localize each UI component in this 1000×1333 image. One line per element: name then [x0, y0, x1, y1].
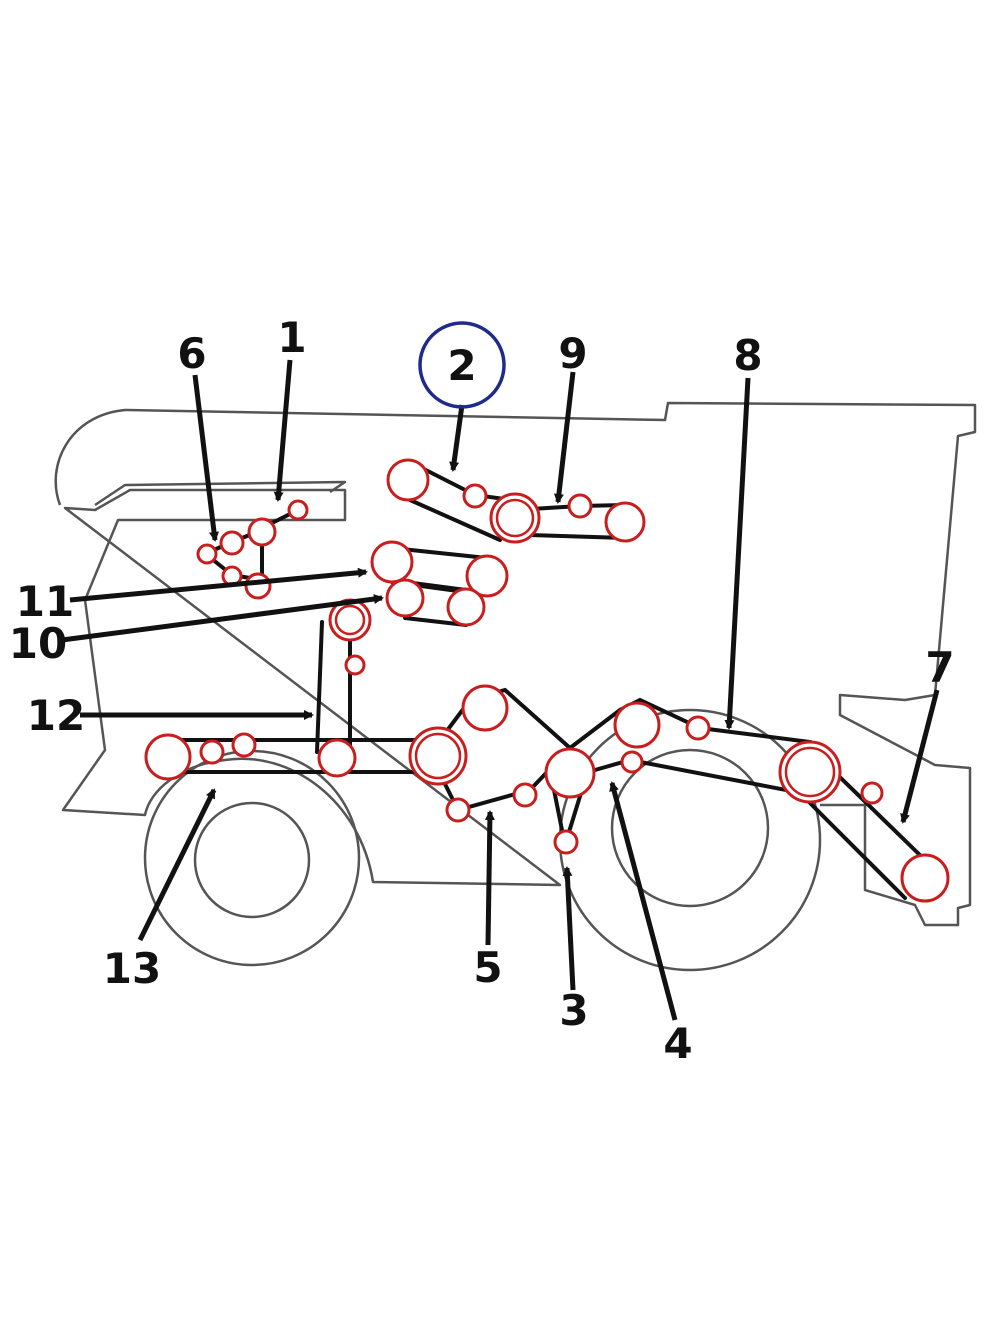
- pulley: [344, 654, 366, 676]
- machine-outline: [54, 401, 977, 972]
- label-8: 8: [733, 331, 762, 380]
- pulley: [445, 797, 471, 823]
- pulley: [544, 747, 596, 799]
- pulley: [196, 543, 218, 565]
- cab-inner-line: [94, 480, 347, 507]
- belt-7-lower: [803, 796, 907, 900]
- leader-2: [449, 404, 465, 472]
- pulley: [370, 540, 414, 584]
- belt-9-lower: [528, 533, 627, 540]
- belt-4: [568, 697, 815, 798]
- pulley: [604, 501, 646, 543]
- leader-13: [137, 788, 217, 942]
- label-4: 4: [663, 1019, 692, 1068]
- pulley: [386, 458, 430, 502]
- highlight-ring: [418, 321, 506, 409]
- pulley: [461, 684, 509, 732]
- pulley-inner-ring: [414, 732, 462, 780]
- leader-5: [484, 810, 495, 946]
- rear-wheel-hub: [610, 748, 770, 908]
- pulley: [446, 587, 486, 627]
- pulley: [287, 499, 309, 521]
- pulley: [567, 493, 593, 519]
- pulley: [462, 483, 488, 509]
- pulley: [512, 782, 538, 808]
- pulley: [247, 517, 277, 547]
- leader-1: [273, 359, 293, 502]
- label-2: 2: [447, 341, 476, 390]
- labels: 1 2 3 4 5 6 7 8 9 10 11 12 13: [9, 313, 955, 1068]
- label-5: 5: [473, 943, 502, 992]
- label-9: 9: [558, 329, 587, 378]
- pulley: [778, 740, 842, 804]
- pulley: [408, 726, 468, 786]
- pulley-inner-ring: [784, 746, 836, 798]
- label-12: 12: [27, 691, 85, 740]
- label-10: 10: [9, 619, 67, 668]
- pulley: [144, 733, 192, 781]
- pulley: [317, 738, 357, 778]
- pulley: [860, 781, 884, 805]
- leader-6: [192, 374, 220, 542]
- leader-4: [609, 781, 678, 1021]
- pulley: [553, 829, 579, 855]
- leader-11: [69, 567, 368, 603]
- pulley: [620, 750, 644, 774]
- pulley: [231, 732, 257, 758]
- pulley: [465, 554, 509, 598]
- pulley: [613, 701, 661, 749]
- label-3: 3: [559, 986, 588, 1035]
- pulley: [385, 578, 425, 618]
- pulley: [900, 853, 950, 903]
- front-wheel-outer: [143, 749, 361, 967]
- leader-7: [900, 689, 940, 824]
- pulleys: [144, 458, 950, 903]
- leader-3: [562, 866, 576, 991]
- body-outline: [54, 401, 977, 927]
- pulley-inner-ring: [334, 604, 366, 636]
- pulley: [685, 715, 711, 741]
- label-13: 13: [103, 944, 161, 993]
- leader-9: [553, 371, 576, 504]
- pulley: [244, 572, 272, 600]
- belt-10-lower: [403, 616, 468, 627]
- leader-10: [61, 594, 384, 643]
- belts: [166, 460, 927, 900]
- label-1: 1: [277, 313, 306, 362]
- leaders: [61, 359, 940, 1021]
- belt-2-lower: [408, 498, 502, 542]
- pulley: [219, 530, 245, 556]
- label-11: 11: [16, 577, 74, 626]
- front-wheel-hub: [193, 801, 311, 919]
- pulley: [199, 739, 225, 765]
- pulley-inner-ring: [495, 498, 535, 538]
- leader-8: [724, 377, 751, 730]
- label-7: 7: [925, 643, 954, 692]
- belt-12-left: [315, 620, 324, 754]
- label-6: 6: [177, 329, 206, 378]
